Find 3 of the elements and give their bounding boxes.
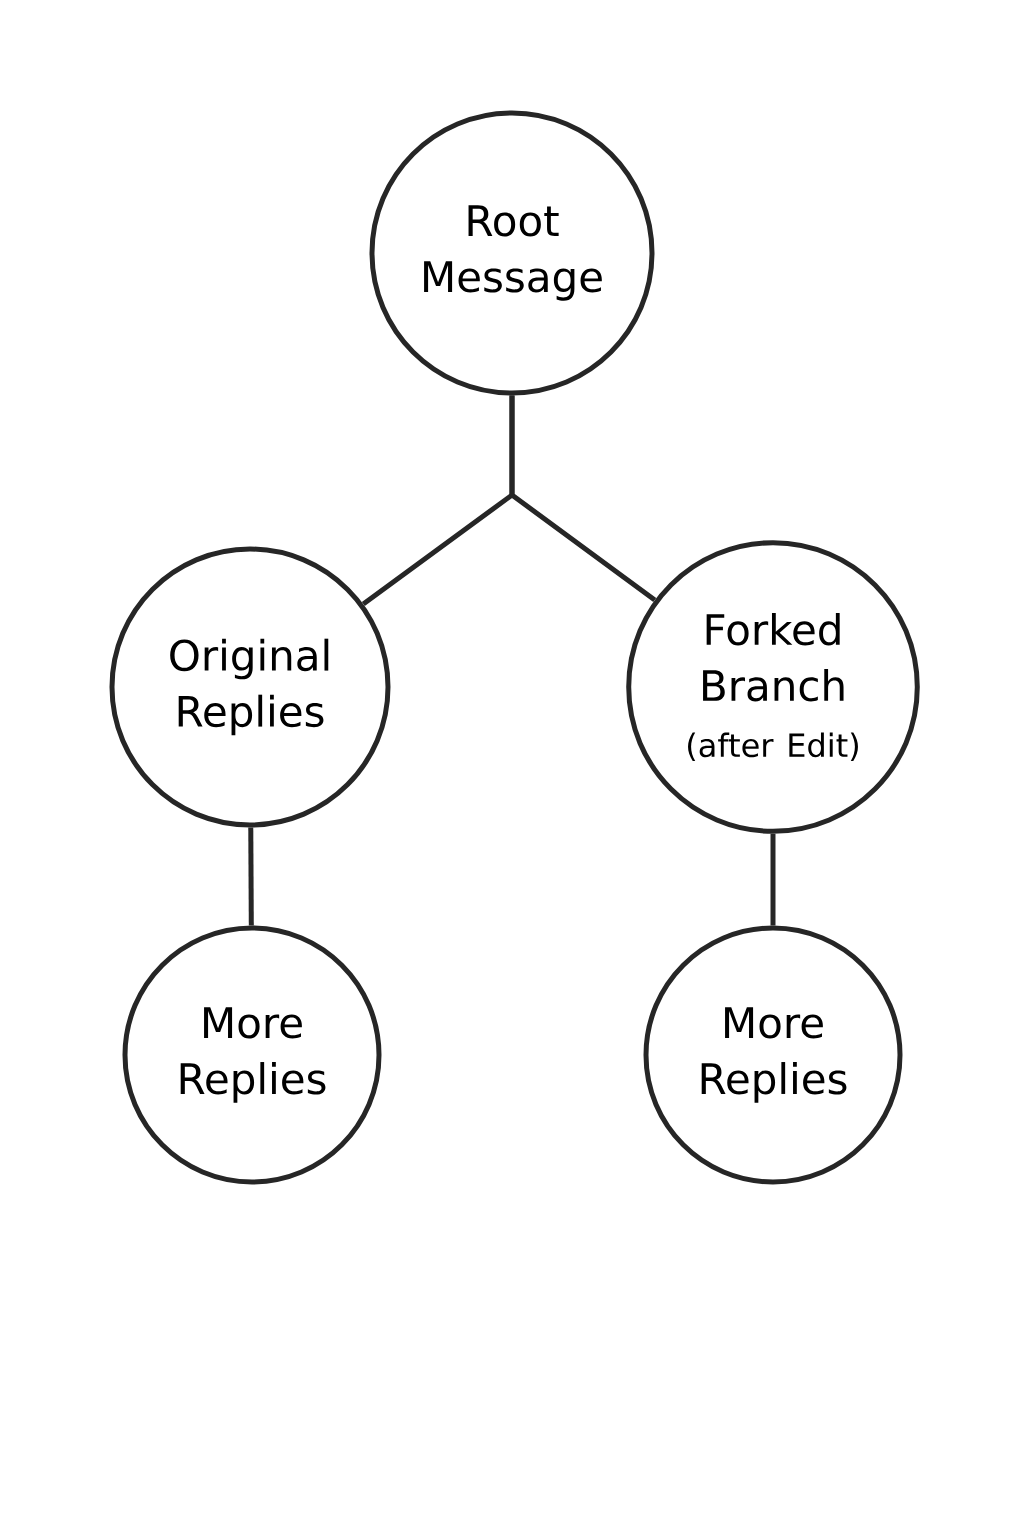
connector-line bbox=[248, 827, 254, 926]
connector-line bbox=[770, 833, 776, 926]
connector-line bbox=[509, 395, 657, 603]
